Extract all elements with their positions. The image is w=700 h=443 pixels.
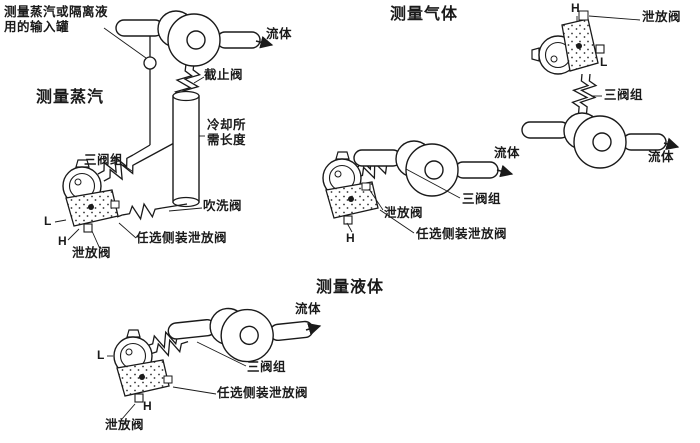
- purge-valve-zigzag: [120, 200, 164, 223]
- steam-low-port-label: L: [44, 214, 52, 228]
- flow-arrow: [496, 164, 514, 178]
- cooling-pipe-bottom: [172, 196, 200, 208]
- cooling-pipe: [172, 95, 200, 203]
- side-drain-stub: [163, 375, 173, 384]
- condensate-pot: [143, 56, 157, 70]
- liquid-high-port-label: H: [143, 399, 153, 413]
- steam-manifold-label: 三阀组: [84, 153, 124, 167]
- pressure-transmitter: [531, 18, 605, 75]
- steam-stop-valve-label: 截止阀: [204, 68, 244, 82]
- gas-vertical-manifold-label: 三阀组: [604, 88, 644, 102]
- steam-cooling-length-note: 冷却所 需长度: [207, 118, 247, 148]
- steam-input-tank-note: 测量蒸汽或隔离液 用的输入罐: [4, 5, 109, 35]
- impulse-line: [138, 141, 177, 163]
- leader-lines: [576, 15, 641, 97]
- flow-arrow: [305, 323, 322, 336]
- steam-side-drain-valve-label: 任选侧装泄放阀: [136, 231, 228, 245]
- flow-arrow: [255, 35, 274, 49]
- gas-drain-valve-label: 泄放阀: [384, 206, 424, 220]
- process-pipe: [353, 140, 499, 197]
- liquid-diagram-group: [107, 299, 322, 420]
- leader-lines: [346, 168, 461, 234]
- gas-vertical-high-port-label: H: [571, 1, 581, 15]
- cooling-pipe-top: [172, 90, 200, 102]
- flow-arrow: [663, 137, 680, 150]
- steam-drain-valve-label: 泄放阀: [72, 246, 112, 260]
- steam-section-title: 测量蒸汽: [36, 89, 105, 106]
- gas-high-port-label: H: [346, 231, 356, 245]
- pressure-transmitter: [113, 329, 170, 403]
- drain-valve-stub: [361, 182, 371, 191]
- steam-fluid-label: 流体: [266, 27, 293, 41]
- gas-vertical-fluid-label: 流体: [648, 150, 675, 164]
- gas-manifold-label: 三阀组: [462, 192, 502, 206]
- liquid-drain-valve-label: 泄放阀: [105, 418, 145, 432]
- steam-diagram-group: [54, 10, 274, 250]
- impulse-line: [132, 144, 151, 156]
- gas-vertical-diagram-group: [521, 10, 680, 169]
- leader-lines: [54, 27, 205, 250]
- gas-side-drain-valve-label: 任选侧装泄放阀: [416, 227, 508, 241]
- process-pipe: [165, 299, 317, 371]
- leader-lines: [107, 341, 247, 420]
- steam-purge-valve-label: 吹洗阀: [203, 199, 243, 213]
- gas-vertical-low-port-label: L: [600, 55, 608, 69]
- gas-section-title: 测量气体: [390, 6, 459, 23]
- process-pipe: [521, 112, 667, 169]
- gas-diagram-group: [322, 140, 514, 234]
- process-pipe: [115, 10, 261, 67]
- liquid-manifold-label: 三阀组: [247, 360, 287, 374]
- liquid-side-drain-valve-label: 任选侧装泄放阀: [217, 386, 309, 400]
- steam-high-port-label: H: [58, 234, 68, 248]
- gas-fluid-label: 流体: [494, 146, 521, 160]
- drain-valve-stub: [578, 10, 589, 21]
- liquid-section-title: 测量液体: [316, 279, 385, 296]
- purge-line: [161, 203, 188, 209]
- gas-vertical-drain-valve-label: 泄放阀: [642, 10, 682, 24]
- liquid-low-port-label: L: [97, 348, 105, 362]
- side-drain-stub: [110, 200, 120, 209]
- liquid-fluid-label: 流体: [295, 302, 322, 316]
